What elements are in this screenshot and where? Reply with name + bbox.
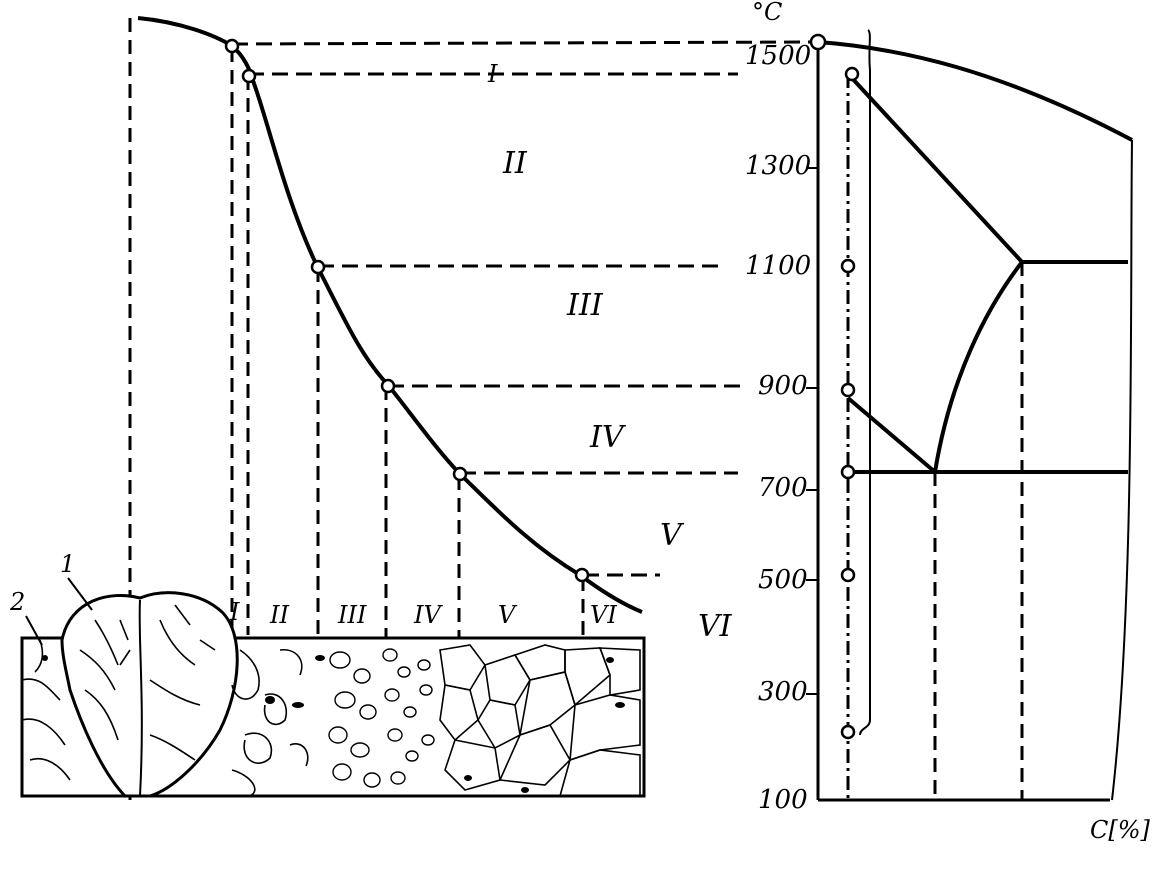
weld-microstructure: I II III IV V VI 1 2 [9, 550, 646, 798]
curve-nodes [224, 38, 590, 583]
phase-node-1500 [809, 33, 827, 51]
node-1450 [241, 68, 257, 84]
phase-node-500 [840, 567, 856, 583]
phase-diagram: °C 1500 1300 1100 900 700 500 300 100 C[… [745, 0, 1151, 844]
temperature-curve [137, 16, 643, 614]
zone-label-upper-1: I [487, 60, 498, 88]
zone-label-upper-6: VI [698, 609, 733, 644]
zone-label-upper-3: III [566, 288, 604, 323]
temp-unit-label: °C [752, 0, 782, 26]
callout-1: 1 [60, 550, 75, 578]
temp-tick-700: 700 [758, 473, 808, 503]
zone-label-lower-1: I [229, 598, 240, 626]
node-500 [574, 567, 590, 583]
zone-label-lower-4: IV [413, 601, 443, 629]
node-720 [452, 466, 468, 482]
temp-tick-100: 100 [758, 785, 808, 815]
node-1100 [310, 259, 326, 275]
zone-label-lower-2: II [269, 601, 289, 629]
zone-label-upper-2: II [502, 146, 528, 181]
phase-node-200 [840, 724, 856, 740]
phase-node-900 [840, 382, 856, 398]
weld-bead [60, 591, 239, 798]
node-900 [380, 378, 396, 394]
zone-label-upper-5: V [660, 518, 685, 553]
phase-node-720 [840, 464, 856, 480]
zone-label-lower-3: III [337, 601, 367, 629]
temp-tick-1300: 1300 [745, 151, 811, 181]
horizontal-dashed-lines [231, 40, 816, 577]
temp-tick-500: 500 [758, 565, 808, 595]
zone-label-lower-5: V [498, 601, 518, 629]
zone-label-lower-6: VI [590, 601, 617, 629]
phase-node-1450 [844, 66, 860, 82]
zone-label-upper-4: IV [589, 420, 627, 455]
phase-node-1100 [840, 258, 856, 274]
callout-2: 2 [9, 588, 25, 616]
temp-tick-1500: 1500 [745, 41, 811, 71]
temp-tick-900: 900 [758, 371, 808, 401]
temp-tick-300: 300 [758, 677, 808, 707]
temp-tick-1100: 1100 [745, 251, 811, 281]
carbon-axis-label: C[%] [1090, 816, 1151, 844]
node-1500 [224, 38, 240, 54]
